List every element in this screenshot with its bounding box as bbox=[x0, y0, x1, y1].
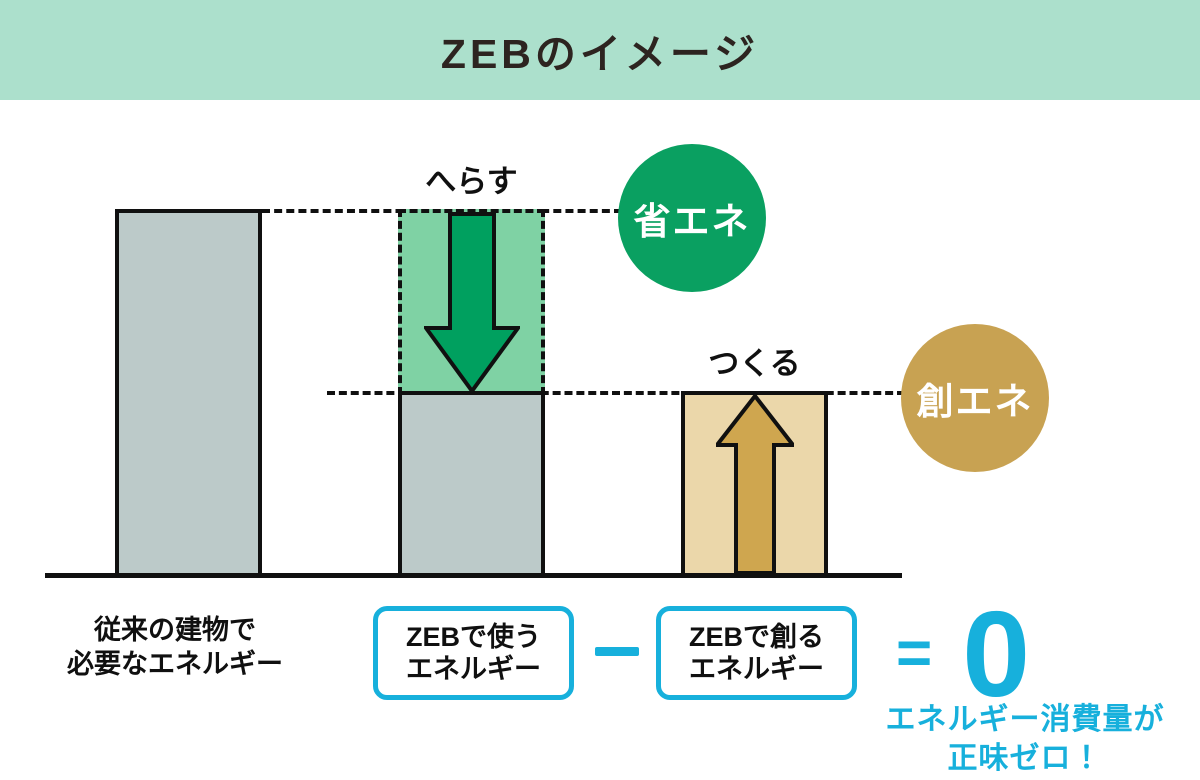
arrow-down-icon bbox=[424, 212, 520, 393]
box-zeb-used-energy: ZEBで使う エネルギー bbox=[373, 606, 574, 700]
bar-conventional-energy bbox=[115, 209, 262, 577]
box-zeb-used-line1: ZEBで使う bbox=[406, 621, 541, 652]
caption-net-zero: エネルギー消費量が 正味ゼロ！ bbox=[855, 700, 1195, 778]
minus-operator bbox=[595, 647, 639, 656]
caption-net-zero-line2: 正味ゼロ！ bbox=[947, 742, 1103, 775]
box-zeb-created-energy: ZEBで創る エネルギー bbox=[656, 606, 857, 700]
equation-result: = 0 bbox=[896, 586, 1031, 722]
label-create: つくる bbox=[708, 346, 801, 381]
caption-conventional-line2: 必要なエネルギー bbox=[67, 648, 283, 679]
page-title: ZEBのイメージ bbox=[440, 31, 760, 77]
caption-conventional-energy: 従来の建物で 必要なエネルギー bbox=[30, 614, 320, 682]
zero-value: 0 bbox=[962, 586, 1031, 722]
badge-energy-creation-label: 創エネ bbox=[916, 381, 1034, 422]
badge-energy-creation: 創エネ bbox=[901, 324, 1049, 472]
badge-energy-saving: 省エネ bbox=[618, 144, 766, 292]
equals-operator: = bbox=[896, 619, 933, 688]
caption-net-zero-line1: エネルギー消費量が bbox=[885, 703, 1165, 736]
label-reduce: へらす bbox=[425, 164, 518, 199]
arrow-up-icon bbox=[716, 394, 794, 575]
axis-baseline bbox=[45, 573, 902, 578]
diagram-stage: へらす つくる 省エネ 創エネ 従来の建物で 必要なエネルギー ZEBで使う エ… bbox=[0, 100, 1200, 780]
caption-conventional-line1: 従来の建物で bbox=[94, 615, 256, 645]
box-zeb-created-line1: ZEBで創る bbox=[689, 621, 824, 652]
box-zeb-created-line2: エネルギー bbox=[689, 654, 824, 684]
reference-line-zeb-level bbox=[327, 391, 905, 395]
bar-zeb-used-energy bbox=[398, 391, 545, 577]
badge-energy-saving-label: 省エネ bbox=[633, 201, 751, 242]
box-zeb-used-line2: エネルギー bbox=[406, 654, 541, 684]
header-band: ZEBのイメージ bbox=[0, 0, 1200, 100]
